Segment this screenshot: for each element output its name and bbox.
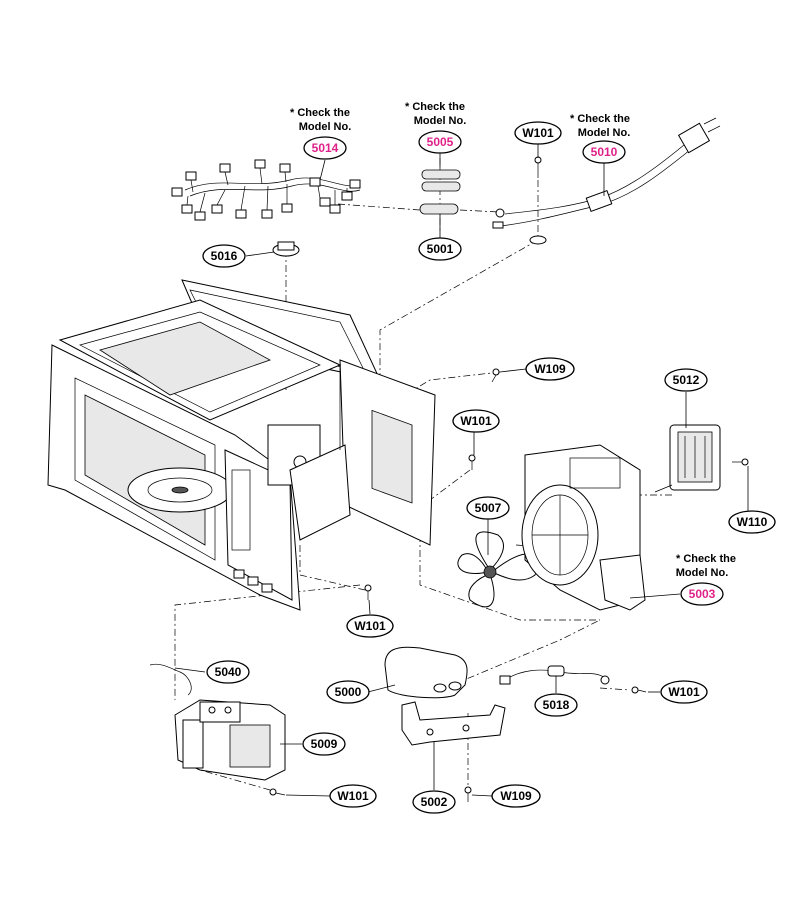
- svg-text:5009: 5009: [311, 737, 338, 751]
- callout-5018: 5018: [534, 693, 578, 717]
- svg-text:W101: W101: [354, 619, 386, 633]
- screw-w101-bottom: [269, 788, 286, 796]
- callout-5040: 5040: [206, 660, 250, 684]
- svg-text:5018: 5018: [543, 698, 570, 712]
- callout-5005: 5005: [418, 130, 462, 154]
- screw-w109-bottom: [464, 786, 472, 802]
- callout-w101-cavity: W101: [346, 614, 394, 638]
- fuse-parts: [419, 169, 461, 215]
- svg-text:5001: 5001: [427, 242, 454, 256]
- leader-lines: [174, 144, 749, 797]
- note-fuse-line2: Model No.: [414, 115, 467, 127]
- magnetron: [149, 663, 286, 781]
- svg-text:W101: W101: [522, 126, 554, 140]
- wire-harness: [171, 159, 361, 221]
- svg-text:W110: W110: [737, 515, 768, 529]
- screw-w101-right: [631, 686, 647, 694]
- svg-text:5014: 5014: [312, 141, 339, 155]
- svg-text:5003: 5003: [689, 587, 716, 601]
- callout-w101-right: W101: [660, 680, 708, 704]
- callout-5009: 5009: [302, 732, 346, 756]
- callout-5016: 5016: [202, 244, 246, 268]
- svg-text:W101: W101: [668, 685, 700, 699]
- callout-5014: 5014: [303, 136, 347, 160]
- svg-text:5016: 5016: [211, 249, 238, 263]
- svg-text:5005: 5005: [427, 135, 454, 149]
- svg-text:W109: W109: [500, 789, 532, 803]
- callout-5012: 5012: [664, 368, 708, 392]
- screw-w109-top: [491, 368, 500, 383]
- fan-bracket: [521, 444, 646, 611]
- power-cord: [492, 117, 721, 245]
- callout-w110: W110: [728, 510, 776, 534]
- screw-w101-cavity: [364, 584, 372, 600]
- callout-w101-top: W101: [514, 121, 562, 145]
- screws: [269, 368, 742, 802]
- svg-text:W101: W101: [337, 789, 369, 803]
- svg-text:W101: W101: [460, 414, 492, 428]
- note-harness-line1: * Check the: [290, 107, 350, 119]
- callout-5002: 5002: [412, 790, 456, 814]
- high-voltage-capacitor: [384, 646, 468, 699]
- oven-cabinet: [47, 279, 436, 611]
- note-bracket-line1: * Check the: [676, 553, 736, 565]
- callout-w101-mid: W101: [452, 409, 500, 433]
- callout-5003: 5003: [680, 582, 724, 606]
- callout-w109-bottom: W109: [491, 784, 541, 808]
- capacitor-bracket: [401, 701, 506, 746]
- callout-5001: 5001: [418, 237, 462, 261]
- screw-w101-mid: [468, 454, 476, 470]
- fan-motor: [654, 424, 749, 493]
- note-cord-line2: Model No.: [578, 127, 631, 139]
- callout-5010: 5010: [582, 140, 626, 164]
- callout-5007: 5007: [466, 496, 510, 520]
- model-check-notes: * Check the Model No. * Check the Model …: [290, 101, 736, 579]
- hv-diode: [499, 665, 610, 685]
- callout-w101-bottom: W101: [329, 784, 377, 808]
- callout-5000: 5000: [326, 680, 370, 704]
- svg-text:5002: 5002: [421, 795, 448, 809]
- note-fuse-line1: * Check the: [405, 101, 465, 113]
- svg-text:5007: 5007: [475, 501, 502, 515]
- part-callouts: 5014 5005 5010 W101 5001 5016 W109 W101 …: [202, 121, 776, 814]
- svg-text:5000: 5000: [335, 685, 362, 699]
- note-bracket-line2: Model No.: [676, 567, 729, 579]
- svg-text:5010: 5010: [591, 145, 618, 159]
- svg-text:W109: W109: [534, 362, 566, 376]
- note-harness-line2: Model No.: [299, 121, 352, 133]
- note-cord-line1: * Check the: [570, 113, 630, 125]
- thermostat: [272, 241, 300, 257]
- svg-text:5040: 5040: [215, 665, 242, 679]
- callout-w109-top: W109: [525, 357, 575, 381]
- svg-text:5012: 5012: [673, 373, 700, 387]
